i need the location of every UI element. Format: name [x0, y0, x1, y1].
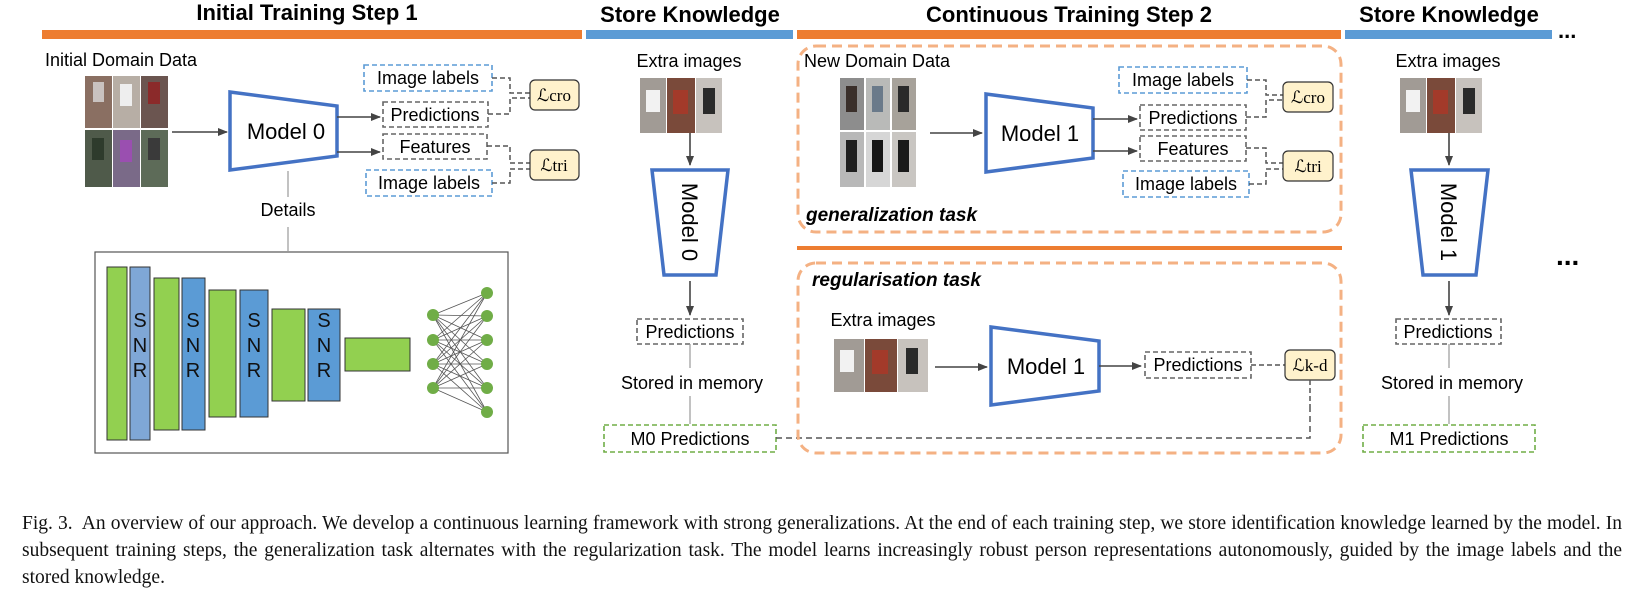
reg-model-1-trapezoid [989, 325, 1101, 407]
new-domain-images [840, 78, 916, 187]
step2-loss-tri: ℒtri [1294, 157, 1322, 176]
network-architecture [106, 266, 411, 441]
store1-model-label: Model 0 [677, 183, 702, 261]
step2-predictions: Predictions [1148, 108, 1237, 128]
snr-labels: SNR SNR SNR SNR [133, 310, 331, 382]
store2-extra-images [1400, 78, 1482, 133]
step2-features: Features [1157, 139, 1228, 159]
caption-label: Fig. 3. [22, 513, 73, 534]
caption-text: An overview of our approach. We develop … [22, 513, 1622, 588]
header-bar-continuous [797, 30, 1341, 39]
step2-image-labels-top: Image labels [1132, 70, 1234, 90]
initial-domain-images [85, 76, 168, 187]
svg-text:S: S [186, 310, 199, 332]
m1-predictions-box [1362, 424, 1536, 453]
reg-extra-images [834, 339, 928, 392]
store2-model-trapezoid [1409, 168, 1490, 277]
regularisation-task-box [796, 261, 1343, 455]
task-divider [797, 246, 1342, 250]
store1-model-trapezoid [650, 168, 730, 277]
svg-text:N: N [247, 335, 261, 357]
initial-domain-label: Initial Domain Data [45, 50, 198, 70]
store1-predictions: Predictions [645, 322, 734, 342]
loss-tri-box [529, 149, 580, 181]
model-0-label: Model 0 [247, 119, 325, 144]
fully-connected-layer [427, 287, 493, 418]
m1-predictions: M1 Predictions [1389, 429, 1508, 449]
overview-figure: Initial Training Step 1 Store Knowledge … [42, 0, 1579, 455]
store1-stored-label: Stored in memory [621, 373, 763, 393]
svg-text:S: S [133, 310, 146, 332]
header-ellipsis: ... [1558, 18, 1576, 43]
generalization-task-label: generalization task [805, 205, 978, 226]
section-title-initial: Initial Training Step 1 [196, 0, 417, 25]
image-labels-top: Image labels [377, 68, 479, 88]
store2-stored-label: Stored in memory [1381, 373, 1523, 393]
header-bar-initial [42, 30, 582, 39]
svg-text:R: R [133, 360, 147, 382]
features-label: Features [399, 137, 470, 157]
new-domain-label: New Domain Data [804, 51, 951, 71]
store1-extra-images-label: Extra images [636, 51, 741, 71]
image-labels-top-box [363, 64, 493, 92]
image-labels-bottom-box [365, 169, 493, 197]
svg-text:R: R [186, 360, 200, 382]
model-0-trapezoid [228, 90, 339, 172]
svg-text:N: N [186, 335, 200, 357]
step2-loss-cro: ℒcro [1291, 88, 1325, 107]
m0-predictions: M0 Predictions [630, 429, 749, 449]
header-bar-store-1 [586, 30, 793, 39]
svg-text:N: N [317, 335, 331, 357]
image-labels-bottom: Image labels [378, 173, 480, 193]
svg-text:S: S [317, 310, 330, 332]
svg-text:R: R [317, 360, 331, 382]
svg-text:N: N [133, 335, 147, 357]
details-label: Details [260, 200, 315, 220]
loss-cro-label: ℒcro [537, 86, 571, 105]
section-title-store-2: Store Knowledge [1359, 2, 1539, 27]
m0-predictions-box [603, 424, 777, 453]
model-1-trapezoid [984, 92, 1095, 174]
reg-extra-images-label: Extra images [830, 310, 935, 330]
loss-kd-label: ℒk-d [1293, 356, 1328, 375]
loss-cro-box [529, 79, 580, 111]
svg-text:S: S [247, 310, 260, 332]
reg-model-1-label: Model 1 [1007, 354, 1085, 379]
store1-predictions-box [636, 318, 744, 345]
reg-predictions: Predictions [1153, 355, 1242, 375]
section-title-continuous: Continuous Training Step 2 [926, 2, 1212, 27]
predictions-box [382, 101, 489, 128]
store2-extra-images-label: Extra images [1395, 51, 1500, 71]
side-ellipsis: ... [1556, 240, 1579, 271]
figure-caption: Fig. 3. An overview of our approach. We … [22, 510, 1622, 591]
store1-extra-images [640, 78, 722, 133]
store2-predictions: Predictions [1403, 322, 1492, 342]
predictions-label: Predictions [390, 105, 479, 125]
generalization-task-box [796, 44, 1343, 234]
regularisation-task-label: regularisation task [812, 270, 982, 291]
features-box [382, 133, 488, 160]
store2-model-label: Model 1 [1436, 183, 1461, 261]
header-bar-store-2 [1345, 30, 1552, 39]
section-title-store-1: Store Knowledge [600, 2, 780, 27]
model-1-label: Model 1 [1001, 121, 1079, 146]
svg-text:R: R [247, 360, 261, 382]
loss-tri-label: ℒtri [540, 156, 568, 175]
step2-image-labels-bottom: Image labels [1135, 174, 1237, 194]
